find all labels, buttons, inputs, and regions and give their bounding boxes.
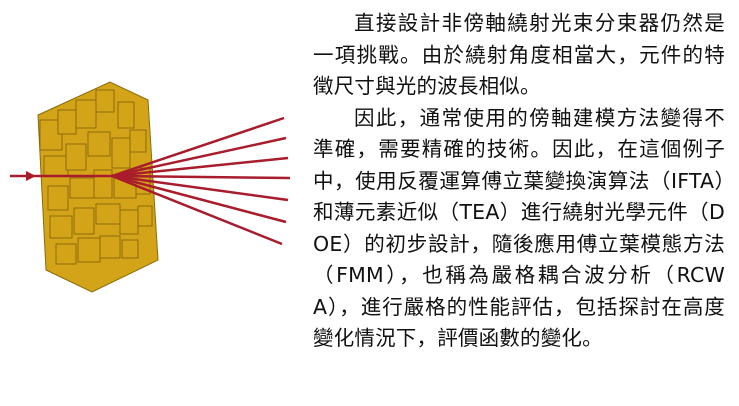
doe-relief-block bbox=[99, 235, 121, 259]
doe-relief-block bbox=[73, 207, 95, 235]
doe-relief-block bbox=[77, 237, 101, 263]
doe-relief-block bbox=[69, 177, 95, 199]
diffracted-beam bbox=[111, 174, 291, 180]
doe-relief-block bbox=[95, 89, 115, 113]
doe-relief-block bbox=[121, 239, 139, 259]
incident-beam-arrow bbox=[26, 171, 36, 181]
doe-relief-block bbox=[87, 131, 111, 157]
doe-relief-block bbox=[111, 137, 131, 169]
doe-relief-block bbox=[137, 205, 153, 227]
doe-relief-block bbox=[39, 119, 63, 151]
diffracted-beam bbox=[111, 174, 283, 246]
diffraction-beam-splitter-illustration bbox=[10, 81, 291, 293]
diffracted-beam bbox=[111, 156, 289, 178]
diffracted-beam bbox=[111, 136, 287, 178]
doe-relief-block bbox=[65, 143, 87, 171]
doe-relief-block bbox=[75, 99, 97, 129]
doe-relief-block bbox=[95, 203, 121, 225]
body-text: 直接設計非傍軸繞射光束分束器仍然是一項挑戰。由於繞射角度相當大，元件的特徵尺寸與… bbox=[313, 8, 725, 355]
doe-relief-block bbox=[47, 185, 69, 211]
diffracted-beam bbox=[111, 116, 285, 178]
paragraph-1: 直接設計非傍軸繞射光束分束器仍然是一項挑戰。由於繞射角度相當大，元件的特徵尺寸與… bbox=[313, 11, 725, 98]
doe-relief-block bbox=[93, 169, 113, 199]
doe-relief-block bbox=[43, 155, 69, 177]
doe-element bbox=[37, 81, 159, 293]
beam-group bbox=[10, 116, 291, 246]
diffracted-beam bbox=[111, 174, 289, 202]
doe-relief-block bbox=[129, 129, 147, 153]
paragraph-2: 因此，通常使用的傍軸建模方法變得不準確，需要精確的技術。因此，在這個例子中，使用… bbox=[313, 105, 725, 351]
doe-relief-block bbox=[55, 243, 77, 265]
doe-relief-block bbox=[57, 109, 77, 135]
doe-relief-block bbox=[117, 101, 135, 129]
doe-relief-block bbox=[119, 209, 139, 235]
doe-relief-block bbox=[49, 215, 73, 239]
diffracted-beam bbox=[111, 174, 287, 224]
